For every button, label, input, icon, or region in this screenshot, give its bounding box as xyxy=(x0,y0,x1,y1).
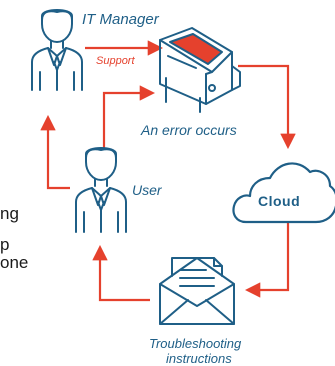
cropped-text-line3: one xyxy=(0,254,28,271)
cropped-text-line2: p xyxy=(0,236,9,253)
person-icon xyxy=(32,10,82,90)
troubleshooting-label-line2: instructions xyxy=(166,352,232,365)
flow-arrows xyxy=(48,48,288,300)
person-icon xyxy=(76,148,126,232)
it-manager-label: IT Manager xyxy=(82,12,159,27)
support-edge-label: Support xyxy=(96,56,135,67)
cropped-text-line1: ng xyxy=(0,205,19,222)
arrow-envelope-to-user xyxy=(100,248,150,300)
arrow-cloud-to-envelope xyxy=(248,222,288,290)
user-label: User xyxy=(132,183,162,197)
error-label: An error occurs xyxy=(141,123,237,137)
cloud-label: Cloud xyxy=(258,194,300,208)
arrow-user-to-manager xyxy=(48,118,70,188)
arrow-device-to-cloud xyxy=(238,66,288,146)
troubleshooting-label-line1: Troubleshooting xyxy=(149,337,241,350)
arrow-user-to-device xyxy=(104,93,152,148)
device-icon xyxy=(160,28,240,112)
envelope-icon xyxy=(160,258,234,324)
